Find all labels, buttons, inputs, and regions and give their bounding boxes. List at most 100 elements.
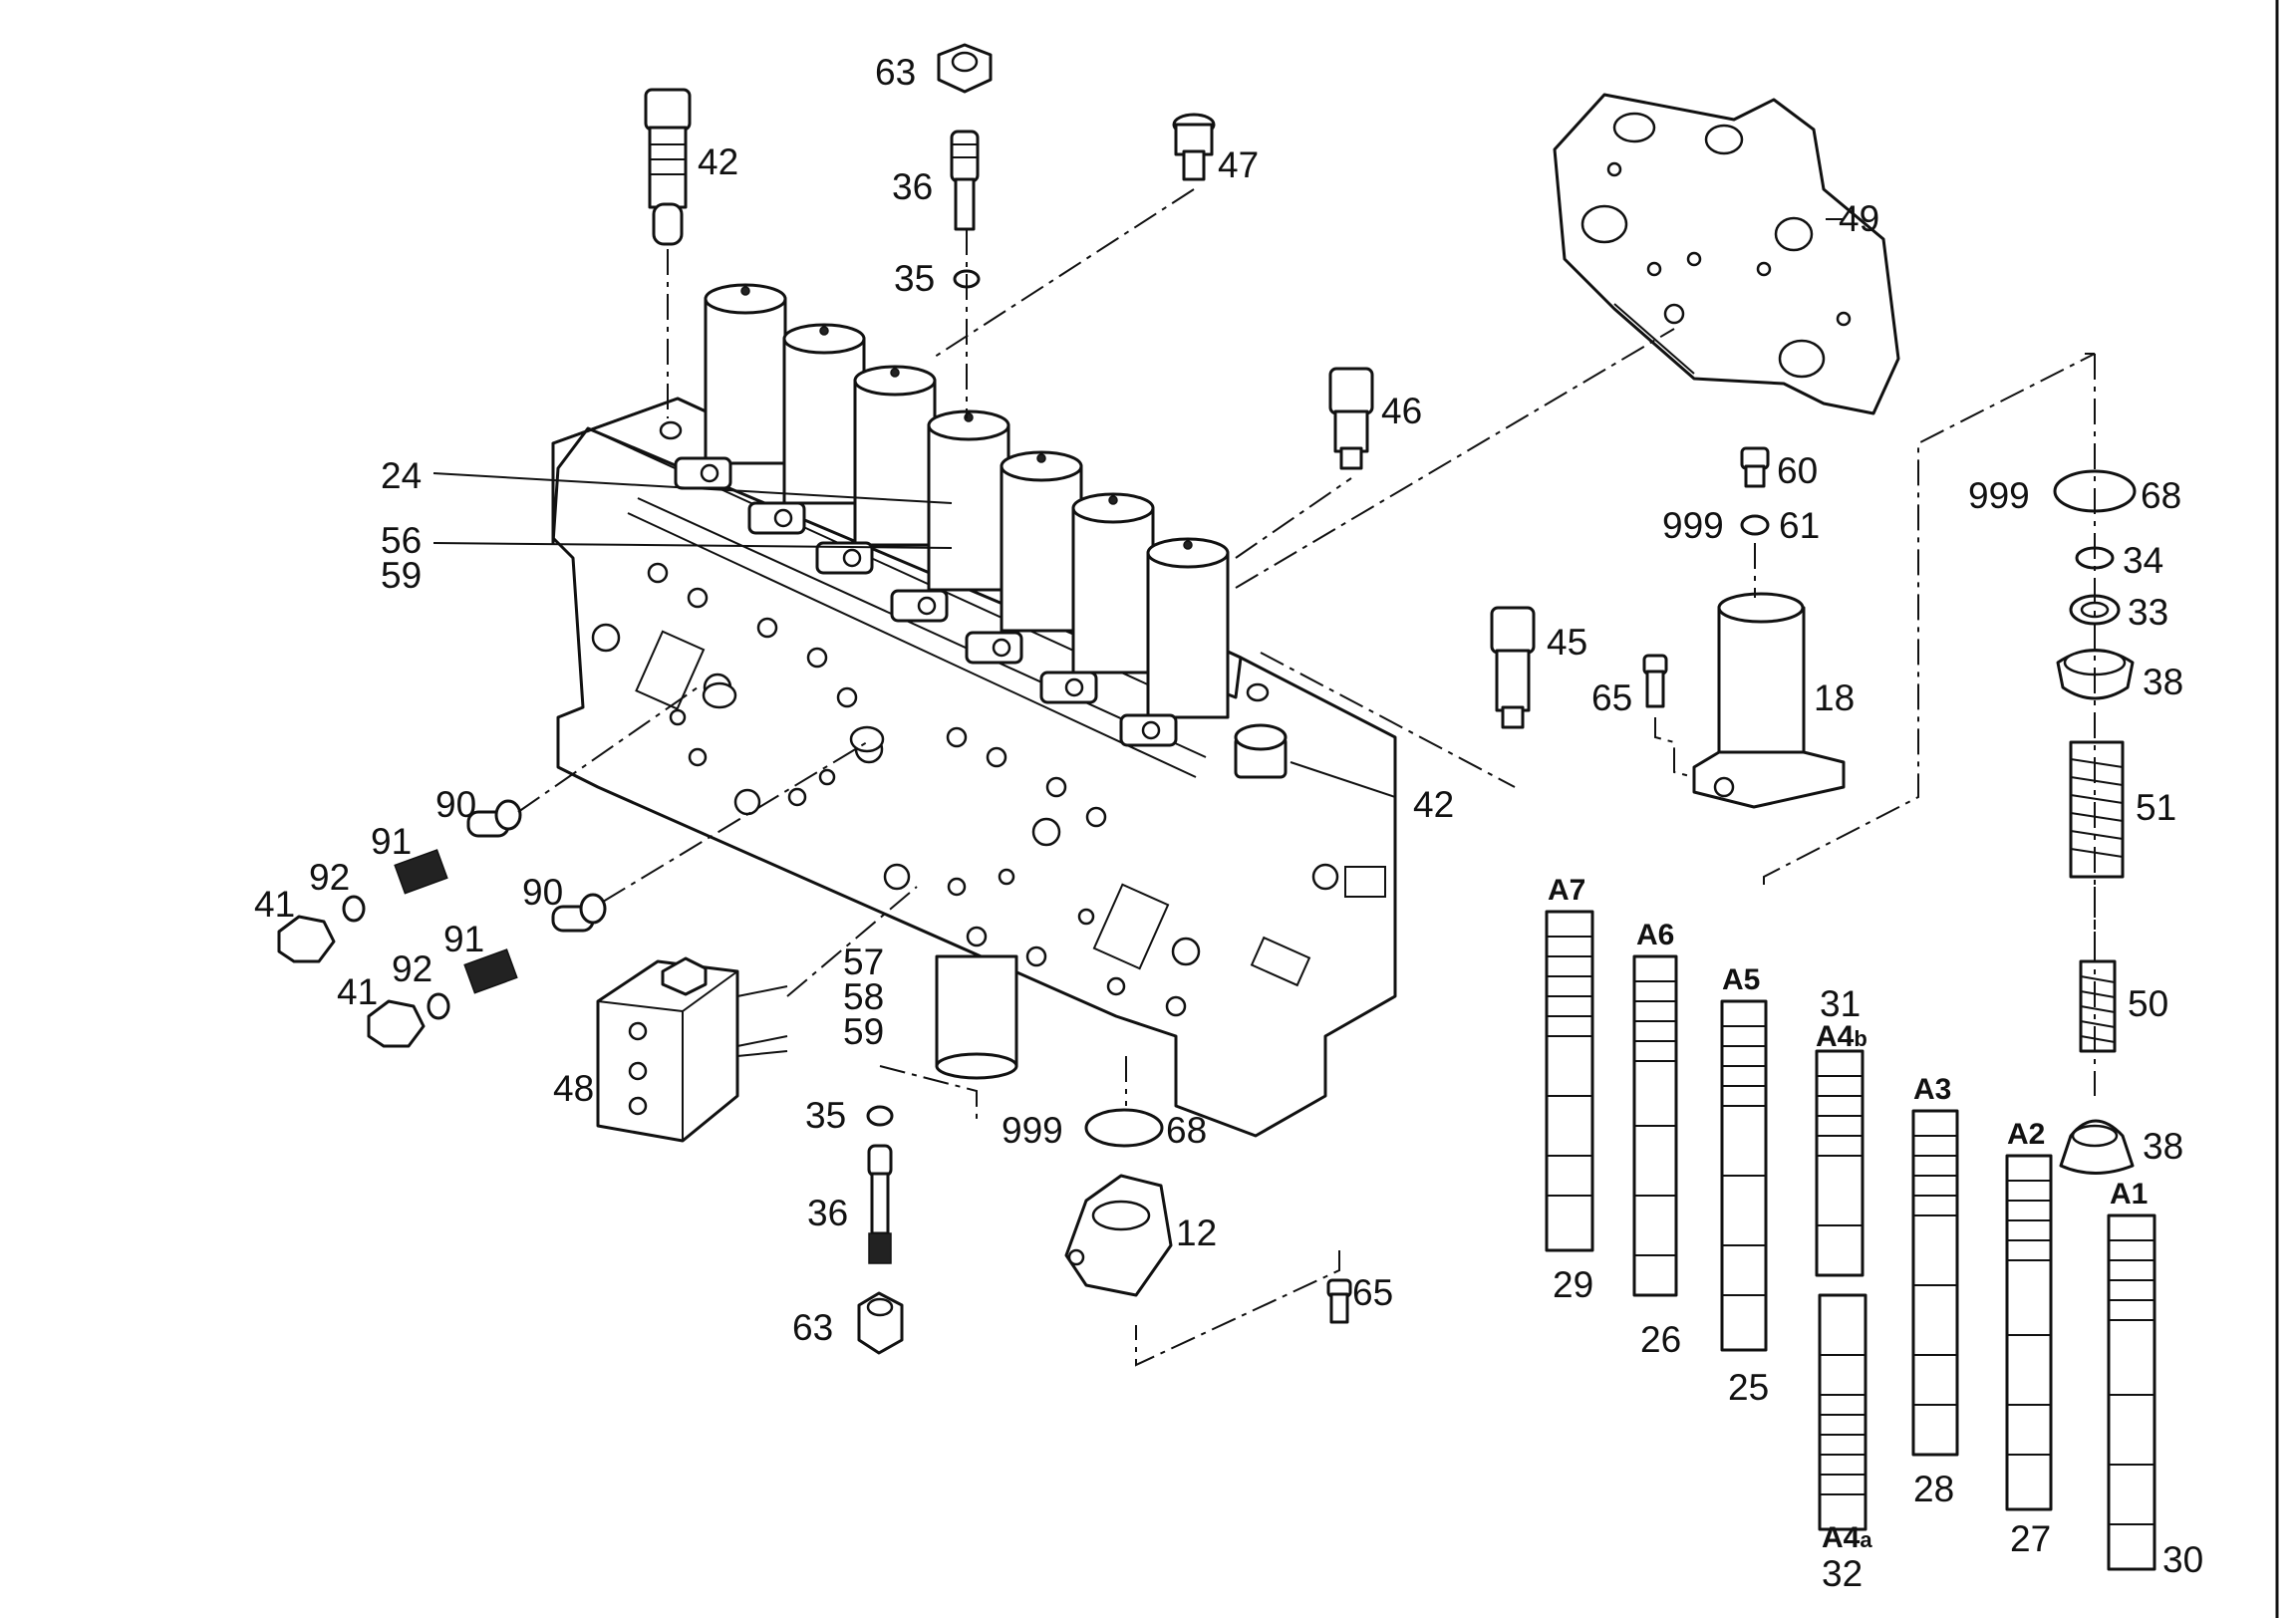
part-labels: 63 42 36 47 35 49 46 24 56 59 60 999 61 …	[254, 52, 2203, 1594]
label-27: 27	[2010, 1518, 2051, 1559]
label-50: 50	[2128, 983, 2168, 1024]
label-57: 57	[843, 942, 884, 982]
flange-12	[1064, 1174, 1173, 1297]
label-30: 30	[2162, 1539, 2203, 1580]
label-32: 32	[1822, 1553, 1863, 1594]
label-A1: A1	[2110, 1178, 2148, 1211]
bottom-solenoid	[935, 954, 1018, 1080]
label-A4a: A4a	[1822, 1521, 1872, 1554]
oring-35-bottom	[866, 1105, 894, 1127]
label-999-68-bottom: 999	[1002, 1110, 1063, 1151]
label-28: 28	[1913, 1469, 1954, 1509]
bolt-65-mid	[1642, 654, 1668, 708]
label-A5: A5	[1722, 963, 1760, 996]
label-65-mid: 65	[1591, 677, 1632, 718]
label-63-bottom: 63	[792, 1307, 833, 1348]
plug-41-a	[277, 915, 336, 963]
label-33: 33	[2128, 592, 2168, 633]
label-46: 46	[1381, 391, 1422, 431]
label-999-61: 999	[1662, 505, 1724, 546]
label-68-bottom: 68	[1166, 1110, 1207, 1151]
solenoid-row	[674, 283, 1230, 747]
nut-63-bottom	[857, 1291, 904, 1355]
label-92-b: 92	[392, 948, 432, 989]
washer-61	[1740, 514, 1770, 536]
plunger-36-top	[950, 130, 980, 231]
label-58: 58	[843, 976, 884, 1017]
plunger-36-bottom	[867, 1144, 893, 1264]
solenoid-cylinder	[674, 283, 787, 490]
label-25: 25	[1728, 1367, 1769, 1408]
bolt-65-bottom	[1326, 1278, 1352, 1324]
label-56: 56	[381, 520, 422, 561]
label-A7: A7	[1548, 874, 1585, 907]
spring-51	[2069, 740, 2125, 879]
label-24: 24	[381, 455, 422, 496]
solenoid-cylinder	[890, 409, 1010, 623]
label-A4a-sub: a	[1860, 1527, 1872, 1552]
label-92-a: 92	[309, 857, 350, 898]
label-61: 61	[1779, 505, 1820, 546]
spool-A4a	[1818, 1293, 1867, 1531]
label-A2: A2	[2007, 1118, 2045, 1151]
spool-A7	[1545, 910, 1594, 1252]
oring-92-a	[342, 895, 366, 923]
pin-90-a	[466, 799, 522, 838]
plug-45	[1490, 606, 1536, 729]
label-65-bottom: 65	[1352, 1272, 1393, 1313]
oring-92-b	[427, 992, 450, 1020]
end-cover-49	[1553, 93, 1900, 415]
label-A4b: A4b	[1816, 1020, 1867, 1053]
label-999-68-right: 999	[1968, 475, 2030, 516]
label-31: 31	[1820, 983, 1861, 1024]
solenoid-cylinder	[815, 365, 937, 575]
label-35-top: 35	[894, 258, 935, 299]
spool-A5	[1720, 999, 1768, 1352]
spring-91-a	[394, 849, 448, 895]
label-49: 49	[1839, 198, 1879, 239]
label-91-a: 91	[371, 821, 412, 862]
label-41-b: 41	[337, 971, 378, 1012]
label-41-a: 41	[254, 884, 295, 925]
label-36-top: 36	[892, 166, 933, 207]
label-26: 26	[1640, 1319, 1681, 1360]
nut-63-top	[937, 43, 993, 94]
label-18: 18	[1814, 677, 1855, 718]
solenoid-cylinder	[1119, 537, 1230, 747]
solenoid-cylinder	[747, 323, 866, 535]
label-38-top: 38	[2143, 662, 2183, 702]
label-A4b-sub: b	[1854, 1026, 1866, 1051]
plug-42-mid	[1234, 723, 1288, 779]
spring-50	[2079, 959, 2117, 1053]
relief-valve-42-top	[644, 88, 692, 246]
solenoid-cylinder	[1039, 492, 1155, 704]
label-51: 51	[2136, 787, 2176, 828]
spool-A2	[2005, 1154, 2053, 1511]
label-90-a: 90	[435, 784, 476, 825]
label-59-b: 59	[843, 1011, 884, 1052]
cap-38-bottom	[2059, 1119, 2135, 1175]
solenoid-18	[1692, 592, 1846, 809]
label-29: 29	[1553, 1264, 1593, 1305]
bolt-60	[1740, 446, 1770, 488]
label-90-b: 90	[522, 872, 563, 913]
label-60: 60	[1777, 450, 1818, 491]
label-A6: A6	[1636, 919, 1674, 951]
label-12: 12	[1176, 1213, 1217, 1253]
label-68-right: 68	[2141, 475, 2181, 516]
label-A3: A3	[1913, 1073, 1951, 1106]
pin-90-b	[551, 893, 607, 933]
assembly-lines	[432, 188, 2096, 1367]
spool-A1	[2107, 1214, 2156, 1571]
label-38-bottom: 38	[2143, 1126, 2183, 1167]
label-47: 47	[1218, 144, 1259, 185]
label-36-bottom: 36	[807, 1193, 848, 1233]
label-35-bottom: 35	[805, 1095, 846, 1136]
valve-block-48	[596, 956, 788, 1143]
spool-A3	[1911, 1109, 1959, 1457]
plug-47	[1172, 113, 1216, 181]
label-A4b-main: A4	[1816, 1020, 1855, 1053]
label-A4a-main: A4	[1822, 1521, 1861, 1554]
label-42-mid: 42	[1413, 784, 1454, 825]
label-48: 48	[553, 1068, 594, 1109]
